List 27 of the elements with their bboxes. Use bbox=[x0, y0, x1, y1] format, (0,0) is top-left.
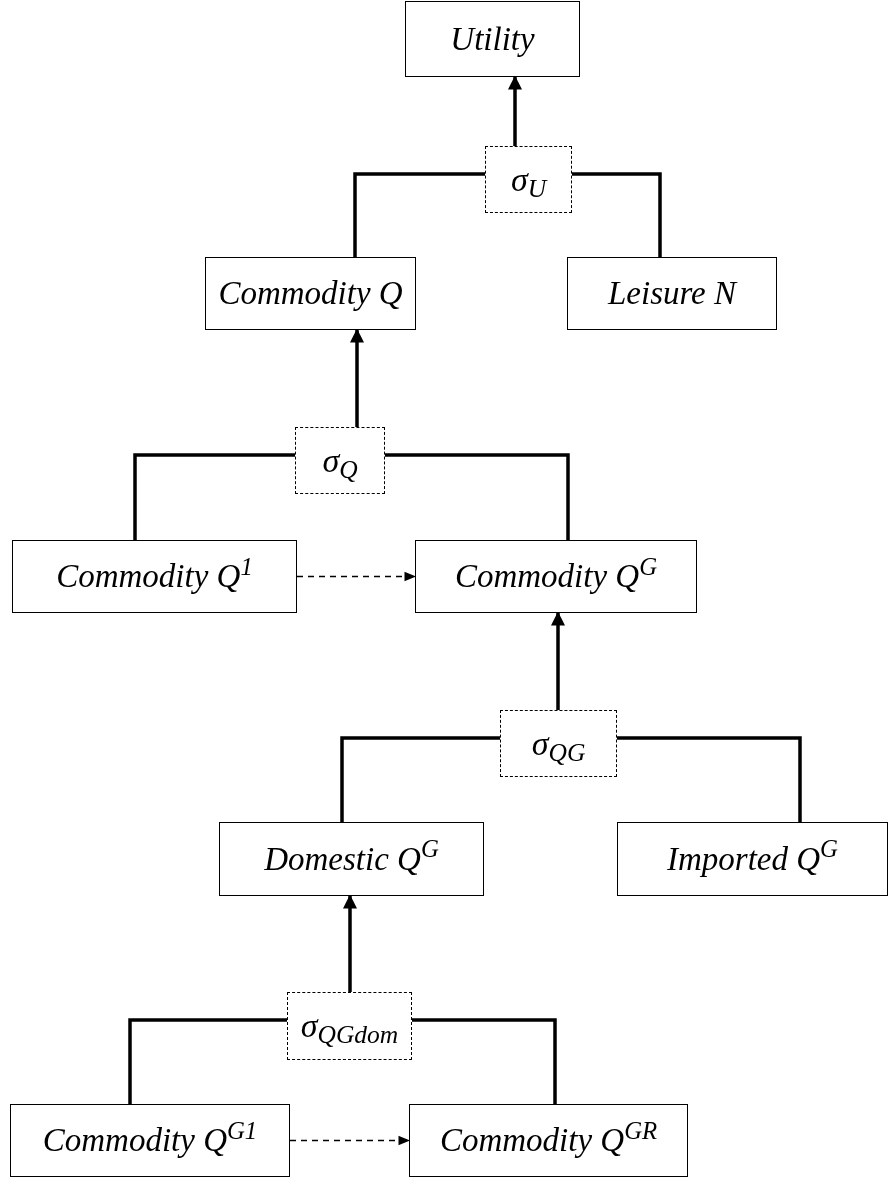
arrow bbox=[289, 1135, 411, 1146]
connector-line bbox=[617, 736, 802, 822]
node-box: Commodity Q$^{1}$ bbox=[12, 540, 297, 613]
node-box: Commodity Q bbox=[205, 257, 416, 330]
connector-line bbox=[353, 172, 485, 257]
arrow bbox=[296, 571, 417, 582]
connector-line bbox=[128, 1018, 287, 1104]
node-box: Leisure N bbox=[567, 257, 777, 330]
node-box: Commodity Q$^{GR}$ bbox=[409, 1104, 688, 1177]
arrow bbox=[551, 611, 565, 710]
elasticity-box: σ$_{QG}$ bbox=[500, 710, 617, 777]
node-box: Utility bbox=[405, 1, 580, 77]
node-box: Commodity Q$^{G}$ bbox=[415, 540, 697, 613]
node-box: Domestic Q$^{G}$ bbox=[219, 822, 484, 896]
node-box: Commodity Q$^{G1}$ bbox=[10, 1104, 290, 1177]
connector-line bbox=[133, 453, 295, 540]
arrow bbox=[343, 894, 357, 992]
elasticity-box: σ$_{QGdom}$ bbox=[287, 992, 412, 1060]
elasticity-box: σ$_{Q}$ bbox=[295, 427, 385, 494]
connector-line bbox=[340, 736, 500, 822]
node-box: Imported Q$^{G}$ bbox=[617, 822, 888, 896]
elasticity-box: σ$_{U}$ bbox=[485, 146, 572, 213]
connector-line bbox=[412, 1018, 557, 1104]
arrow bbox=[508, 75, 522, 146]
connector-line bbox=[572, 172, 662, 257]
arrow bbox=[350, 328, 364, 427]
connector-line bbox=[385, 453, 570, 540]
